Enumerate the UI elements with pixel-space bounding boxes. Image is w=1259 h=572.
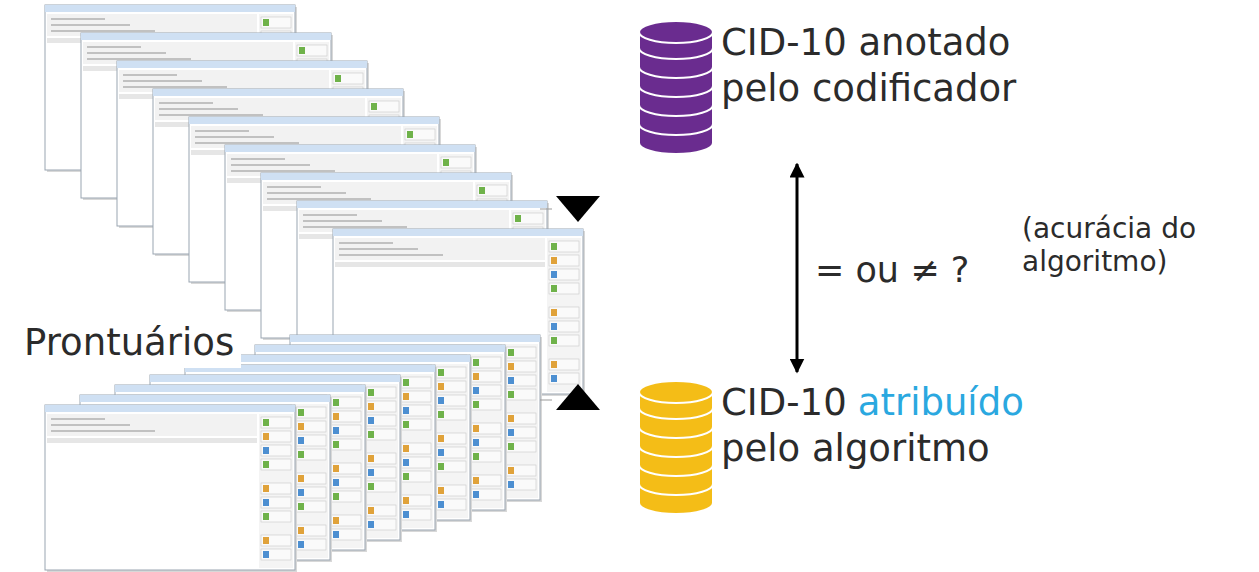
up-triangle xyxy=(556,384,600,410)
database-cylinder xyxy=(637,378,715,518)
node-text: pelo algoritmo xyxy=(721,426,1024,472)
database-cylinder xyxy=(637,18,715,158)
record-window xyxy=(45,405,297,572)
node-text: CID-10 anotado pelo codificador xyxy=(721,20,1101,112)
double-arrow xyxy=(796,164,799,372)
record-windows xyxy=(45,5,585,572)
edge-label: = ou ≠ ? xyxy=(815,250,969,290)
node-text: CID-10 xyxy=(721,381,847,424)
node-text: Prontuários xyxy=(24,320,235,366)
tick xyxy=(540,400,552,401)
note: (acurácia do algoritmo) xyxy=(1022,212,1247,278)
down-triangle xyxy=(556,196,600,222)
database: CID-10 atribuídopelo algoritmo xyxy=(637,378,1024,518)
records-stack: Prontuários xyxy=(18,318,241,368)
tick xyxy=(540,209,552,210)
database: CID-10 anotado pelo codificador xyxy=(637,18,1101,158)
node-text: atribuído xyxy=(858,381,1024,424)
